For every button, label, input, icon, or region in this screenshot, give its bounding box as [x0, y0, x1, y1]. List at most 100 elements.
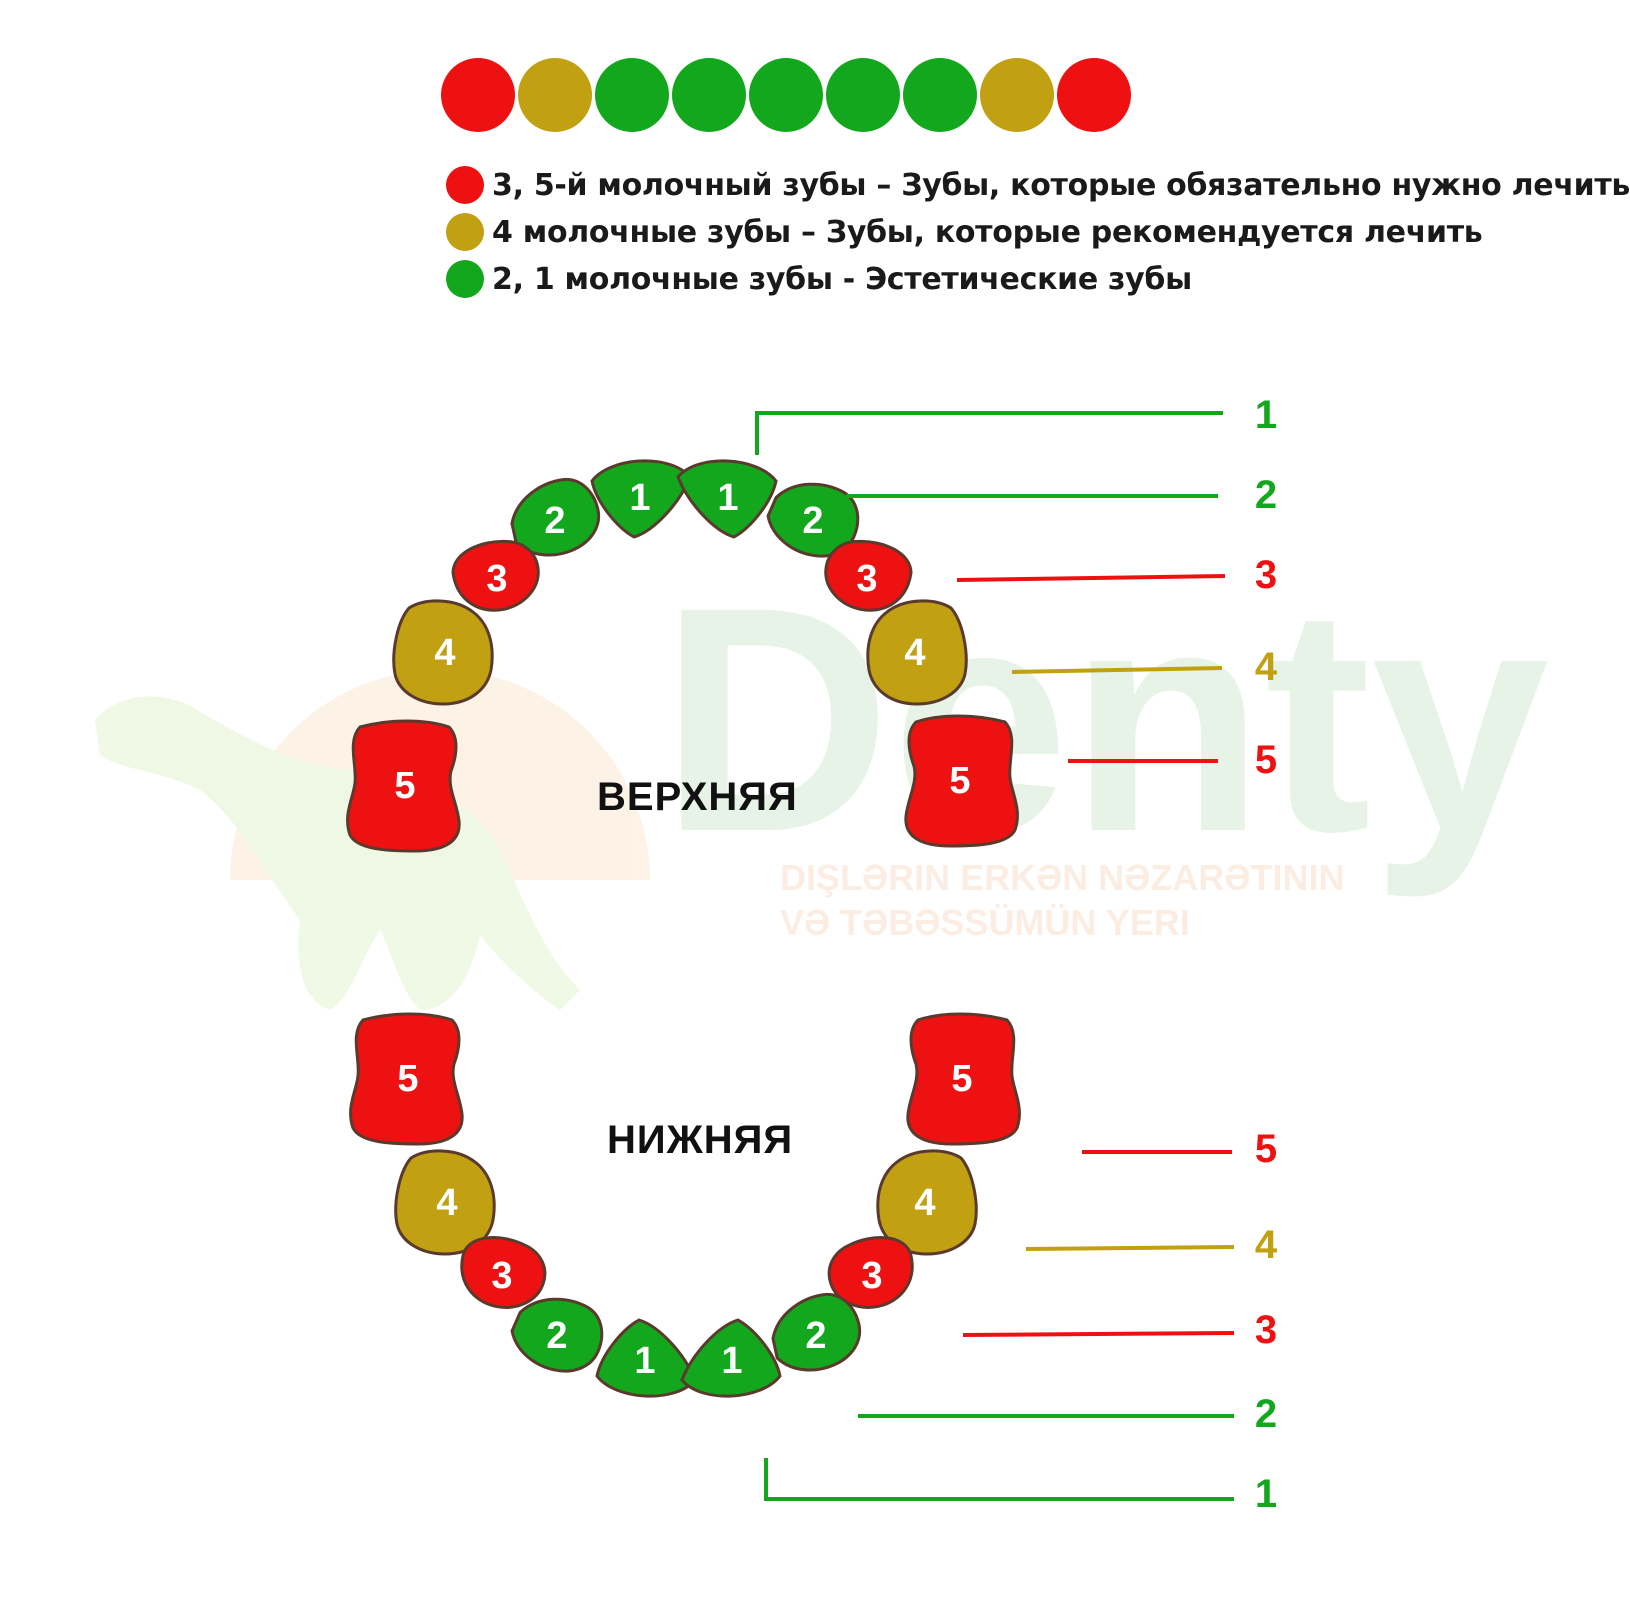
- tooth-upper-right-1: 1: [676, 459, 778, 539]
- tooth-number: 2: [544, 500, 565, 542]
- tooth-number: 1: [629, 477, 650, 519]
- tooth-shape: [346, 719, 461, 853]
- callout-number-lower-4: 4: [1254, 1223, 1278, 1267]
- tooth-shape: [510, 478, 601, 557]
- tooth-number: 1: [634, 1340, 655, 1382]
- tooth-number: 5: [397, 1058, 418, 1100]
- strip-dot-aesthetic: [826, 58, 900, 132]
- tooth-upper-left-1: 1: [590, 459, 692, 539]
- red-dot-icon: [446, 166, 484, 204]
- strip-dot-recommended: [980, 58, 1054, 132]
- callout-line-lower-4: [1025, 1245, 1235, 1251]
- tooth-shape: [595, 1318, 697, 1398]
- tooth-lower-left-3: 3: [460, 1236, 547, 1309]
- callout-number-upper-5: 5: [1254, 738, 1278, 782]
- tooth-upper-left-5: 5: [346, 719, 461, 853]
- tooth-upper-left-4: 4: [392, 599, 494, 706]
- tooth-number: 1: [717, 477, 738, 519]
- tooth-number: 3: [861, 1255, 882, 1297]
- legend-row-recommended: 4 молочные зубы – Зубы, которые рекоменд…: [446, 212, 1483, 252]
- tooth-number: 5: [951, 1058, 972, 1100]
- tooth-upper-right-3: 3: [824, 539, 913, 612]
- watermark-tagline-2: VƏ TƏBƏSSÜMÜN YERI: [780, 902, 1190, 943]
- strip-dot-aesthetic: [672, 58, 746, 132]
- callout-line-upper-3: [956, 574, 1226, 582]
- tooth-number: 1: [721, 1340, 742, 1382]
- gold-dot-icon: [446, 213, 484, 251]
- tooth-number: 2: [805, 1315, 826, 1357]
- tooth-lower-left-4: 4: [394, 1149, 496, 1256]
- tooth-shape: [906, 1012, 1021, 1146]
- color-strip: [441, 58, 1131, 132]
- strip-dot-must_treat: [441, 58, 515, 132]
- tooth-shape: [676, 459, 778, 539]
- tooth-shape: [451, 539, 540, 612]
- callout-number-upper-1: 1: [1254, 393, 1278, 437]
- callout-number-upper-3: 3: [1254, 553, 1278, 597]
- tooth-shape: [904, 714, 1019, 848]
- tooth-shape: [866, 599, 968, 706]
- strip-dot-aesthetic: [749, 58, 823, 132]
- tooth-upper-left-2: 2: [510, 478, 601, 557]
- tooth-shape: [771, 1293, 862, 1372]
- tooth-lower-right-3: 3: [827, 1236, 914, 1309]
- tooth-shape: [392, 599, 494, 706]
- legend-text-aesthetic: 2, 1 молочные зубы - Эстетические зубы: [492, 261, 1192, 297]
- tooth-number: 5: [394, 765, 415, 807]
- tooth-upper-left-3: 3: [451, 539, 540, 612]
- tooth-shape: [824, 539, 913, 612]
- callout-number-lower-1: 1: [1254, 1472, 1278, 1516]
- strip-dot-must_treat: [1057, 58, 1131, 132]
- tooth-shape: [510, 1297, 604, 1373]
- callout-line-lower-1: [764, 1458, 1234, 1501]
- legend-text-must-treat: 3, 5-й молочный зубы – Зубы, которые обя…: [492, 167, 1630, 203]
- callout-number-lower-3: 3: [1254, 1308, 1278, 1352]
- tooth-number: 3: [486, 558, 507, 600]
- tooth-upper-right-5: 5: [904, 714, 1019, 848]
- tooth-lower-left-2: 2: [510, 1297, 604, 1373]
- tooth-shape: [766, 482, 860, 558]
- legend-text-recommended: 4 молочные зубы – Зубы, которые рекоменд…: [492, 214, 1483, 250]
- tooth-lower-right-5: 5: [906, 1012, 1021, 1146]
- tooth-upper-right-4: 4: [866, 599, 968, 706]
- tooth-shape: [827, 1236, 914, 1309]
- tooth-lower-left-1: 1: [595, 1318, 697, 1398]
- callout-number-lower-2: 2: [1254, 1392, 1278, 1436]
- watermark-brand: Denty: [660, 540, 1551, 900]
- tooth-number: 4: [904, 632, 925, 674]
- watermark-dinosaur-icon: [95, 696, 580, 1010]
- tooth-number: 4: [434, 632, 455, 674]
- tooth-shape: [590, 459, 692, 539]
- strip-dot-recommended: [518, 58, 592, 132]
- callout-number-lower-5: 5: [1254, 1127, 1278, 1171]
- strip-dot-aesthetic: [903, 58, 977, 132]
- tooth-lower-right-1: 1: [680, 1318, 782, 1398]
- callout-number-upper-4: 4: [1254, 645, 1278, 689]
- tooth-number: 3: [491, 1255, 512, 1297]
- legend-row-must-treat: 3, 5-й молочный зубы – Зубы, которые обя…: [446, 165, 1630, 205]
- callout-number-upper-2: 2: [1254, 473, 1278, 517]
- tooth-shape: [680, 1318, 782, 1398]
- callout-line-upper-4: [1011, 666, 1223, 674]
- tooth-number: 4: [914, 1182, 935, 1224]
- tooth-shape: [349, 1012, 464, 1146]
- green-dot-icon: [446, 260, 484, 298]
- callout-line-upper-1: [755, 411, 1223, 455]
- upper-jaw-label: ВЕРХНЯЯ: [597, 775, 798, 819]
- tooth-number: 4: [436, 1182, 457, 1224]
- callout-line-lower-3: [962, 1331, 1235, 1337]
- watermark-tagline-1: DIŞLƏRIN ERKƏN NƏZARƏTININ: [780, 857, 1345, 898]
- tooth-number: 3: [856, 558, 877, 600]
- tooth-lower-left-5: 5: [349, 1012, 464, 1146]
- tooth-number: 2: [546, 1315, 567, 1357]
- lower-jaw-label: НИЖНЯЯ: [607, 1118, 794, 1162]
- strip-dot-aesthetic: [595, 58, 669, 132]
- tooth-upper-right-2: 2: [766, 482, 860, 558]
- tooth-number: 5: [949, 760, 970, 802]
- tooth-lower-right-2: 2: [771, 1293, 862, 1372]
- tooth-shape: [460, 1236, 547, 1309]
- legend-row-aesthetic: 2, 1 молочные зубы - Эстетические зубы: [446, 259, 1192, 299]
